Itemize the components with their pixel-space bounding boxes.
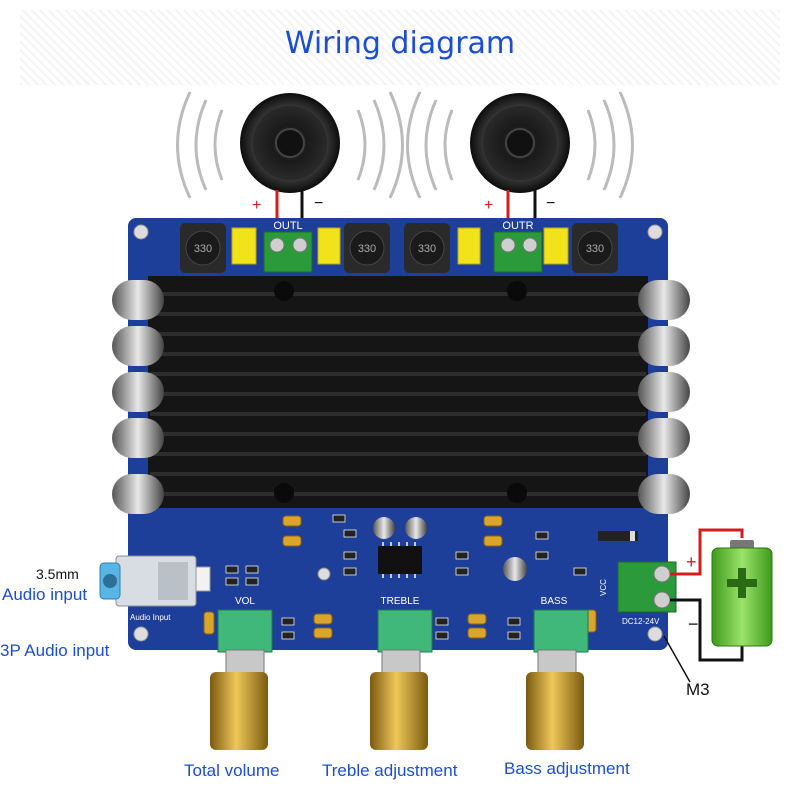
sound-waves-right [406,91,634,199]
speaker-icon [470,93,570,193]
potentiometer-icon[interactable] [370,609,433,750]
smd-resistors [225,514,587,640]
capacitor-icon [638,280,690,514]
dc-label: DC12-24V [622,617,660,626]
audio-3p-header[interactable] [195,566,211,592]
speaker-icon [240,93,340,193]
inductor-label: 330 [418,243,436,255]
bass-label: Bass adjustment [504,759,630,778]
bass-silkscreen: BASS [541,596,568,607]
potentiometer-icon[interactable] [210,609,273,750]
vol-silkscreen: VOL [235,596,255,607]
plus-sign-left: + [252,197,261,214]
inductor [572,223,618,273]
audio-3p-label: 3P Audio input [0,641,110,660]
audio-35mm-label: 3.5mm [36,566,79,582]
minus-sign-right: − [546,195,555,212]
potentiometer-icon[interactable] [526,609,589,750]
capacitor-icon [112,280,164,514]
vcc-label: VCC [599,579,608,596]
ic-chip [378,542,422,578]
audio-input-label: Audio input [2,585,88,604]
capacitor-icon [317,517,527,581]
terminal-block-icon [493,231,543,273]
title-banner [20,10,780,85]
terminal-block-icon[interactable] [617,561,677,613]
audio-port-label: Audio Input [130,613,171,622]
m3-label: M3 [686,680,710,699]
inductor [344,223,390,273]
minus-sign-left: − [314,195,323,212]
treble-label: Treble adjustment [322,761,458,780]
page-title: Wiring diagram [284,26,516,61]
mount-hole [133,626,149,642]
mount-hole [647,224,663,240]
out-right-label: OUTR [502,220,533,232]
treble-silkscreen: TREBLE [381,596,420,607]
inductor-label: 330 [194,243,212,255]
mount-hole [133,224,149,240]
power-plus: + [686,552,697,572]
film-capacitors [231,227,569,265]
sound-waves-left [176,91,404,199]
plus-sign-right: + [484,197,493,214]
power-wires [670,528,744,662]
inductor-label: 330 [358,243,376,255]
out-left-label: OUTL [273,220,302,232]
terminal-block-icon [263,231,313,273]
smd-components [203,515,597,639]
inductor-label: 330 [586,243,604,255]
power-minus: − [688,614,699,634]
m3-pointer [663,635,691,683]
heatsink [148,276,648,508]
audio-jack[interactable] [99,555,197,607]
total-volume-label: Total volume [184,761,280,780]
diode [598,531,638,541]
mount-hole [647,626,663,642]
battery-icon [711,540,773,647]
inductor [404,223,450,273]
inductor [180,223,226,273]
